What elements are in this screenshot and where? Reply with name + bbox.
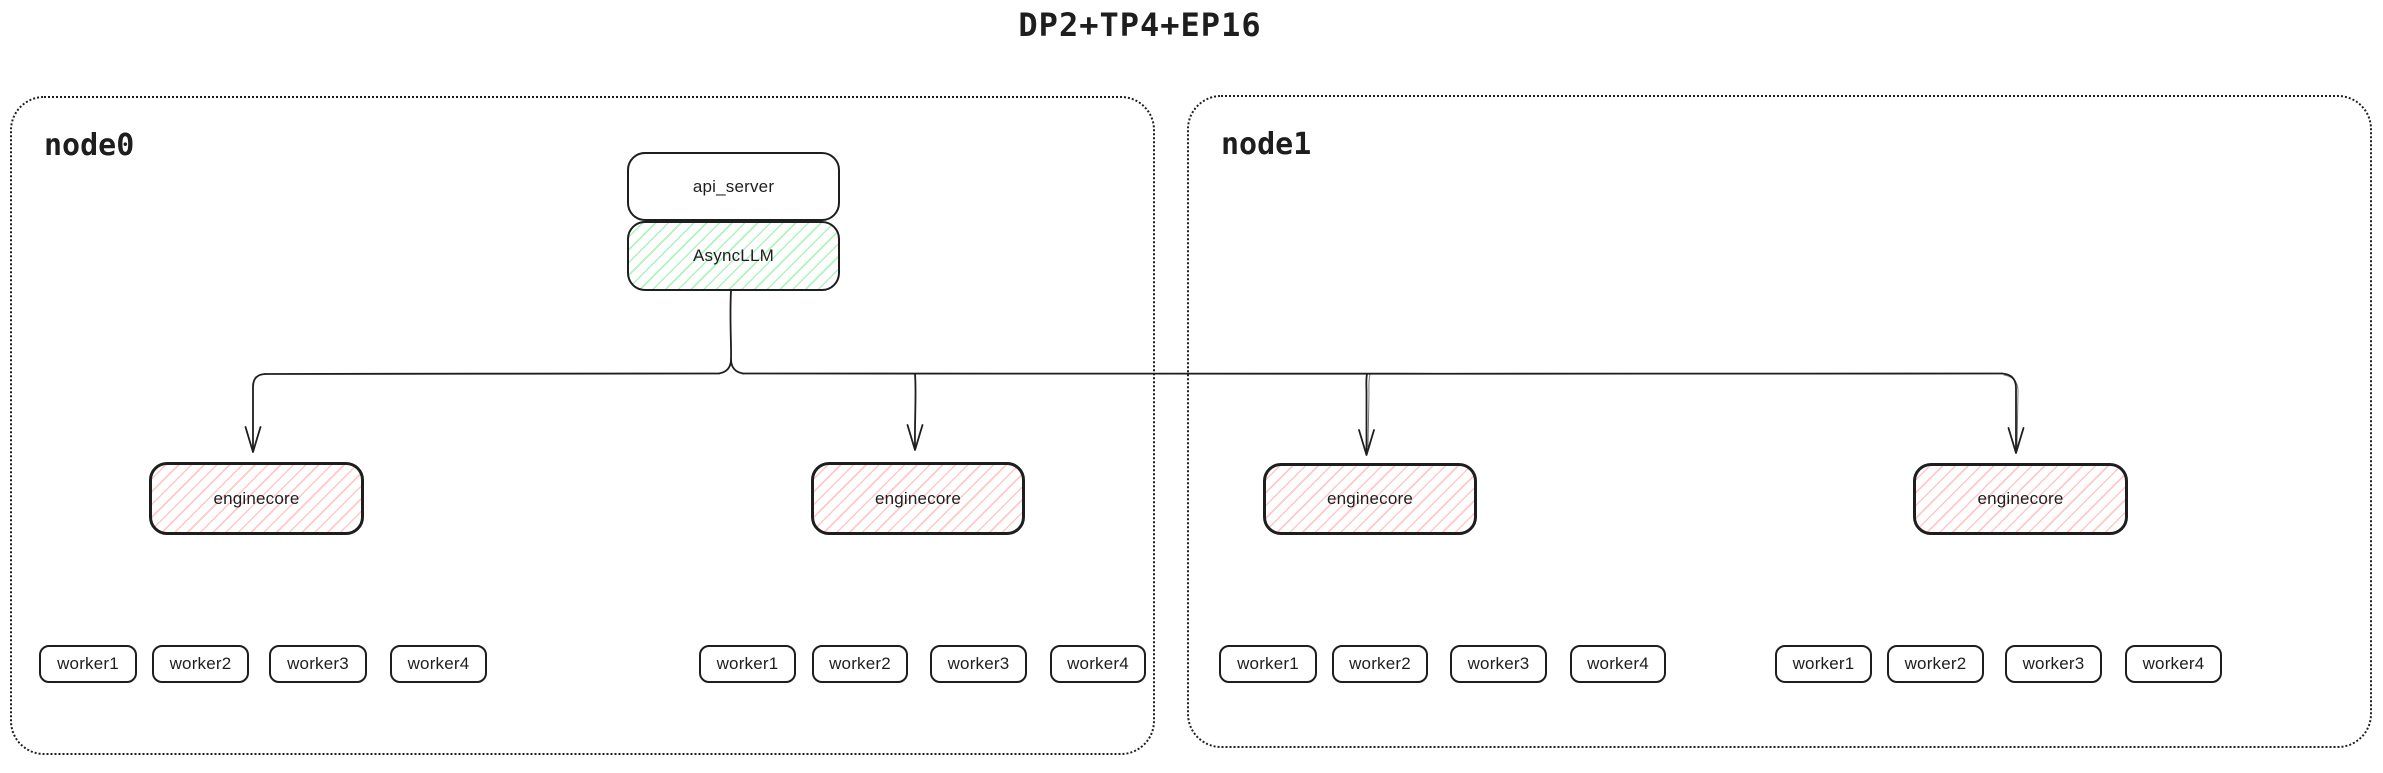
node1-label: node1 bbox=[1221, 127, 1312, 162]
api-server-label: api_server bbox=[692, 176, 775, 196]
worker-box: worker2 bbox=[152, 645, 249, 683]
asyncllm-label: AsyncLLM bbox=[693, 246, 774, 265]
worker-label: worker2 bbox=[829, 654, 891, 673]
enginecore-box-2: enginecore bbox=[1263, 463, 1477, 535]
worker-label: worker1 bbox=[1792, 654, 1855, 673]
worker-box: worker4 bbox=[390, 645, 487, 683]
worker-label: worker3 bbox=[947, 654, 1010, 673]
worker-label: worker4 bbox=[2142, 654, 2205, 673]
worker-box: worker2 bbox=[812, 645, 908, 683]
worker-label: worker3 bbox=[2022, 654, 2085, 673]
enginecore-box-1: enginecore bbox=[811, 462, 1025, 535]
enginecore-box-0: enginecore bbox=[149, 462, 364, 535]
worker-box: worker1 bbox=[699, 645, 796, 683]
worker-box: worker3 bbox=[2005, 645, 2102, 683]
worker-label: worker4 bbox=[1587, 654, 1649, 673]
node0-label: node0 bbox=[44, 128, 135, 163]
asyncllm-box: AsyncLLM bbox=[627, 221, 840, 291]
enginecore-label: enginecore bbox=[874, 488, 962, 508]
worker-box: worker3 bbox=[930, 645, 1027, 683]
worker-label: worker3 bbox=[287, 654, 349, 673]
worker-box: worker2 bbox=[1332, 645, 1428, 683]
worker-box: worker3 bbox=[269, 645, 367, 683]
worker-box: worker3 bbox=[1450, 645, 1547, 683]
enginecore-label: enginecore bbox=[1977, 489, 2064, 508]
enginecore-box-3: enginecore bbox=[1913, 463, 2128, 535]
worker-box: worker4 bbox=[1570, 645, 1666, 683]
worker-label: worker3 bbox=[1467, 654, 1530, 673]
page-title: DP2+TP4+EP16 bbox=[1018, 6, 1262, 44]
enginecore-label: enginecore bbox=[213, 488, 300, 508]
worker-box: worker1 bbox=[39, 645, 137, 683]
worker-label: worker2 bbox=[169, 654, 232, 673]
worker-box: worker4 bbox=[2125, 645, 2222, 683]
api-server-box: api_server bbox=[627, 152, 840, 221]
worker-box: worker1 bbox=[1219, 645, 1317, 683]
worker-box: worker4 bbox=[1050, 645, 1146, 683]
worker-label: worker2 bbox=[1904, 654, 1967, 673]
enginecore-label: enginecore bbox=[1326, 489, 1414, 508]
worker-label: worker2 bbox=[1349, 654, 1411, 673]
worker-label: worker1 bbox=[1237, 654, 1299, 673]
worker-label: worker4 bbox=[407, 654, 470, 673]
node1-box: node1 enginecore enginecore worker1 work… bbox=[1187, 95, 2372, 748]
worker-label: worker1 bbox=[716, 654, 779, 673]
worker-box: worker2 bbox=[1887, 645, 1984, 683]
worker-label: worker4 bbox=[1067, 654, 1129, 673]
worker-label: worker1 bbox=[57, 654, 119, 673]
node0-box: node0 api_server AsyncLLM enginecore eng… bbox=[10, 96, 1155, 755]
worker-box: worker1 bbox=[1775, 645, 1872, 683]
